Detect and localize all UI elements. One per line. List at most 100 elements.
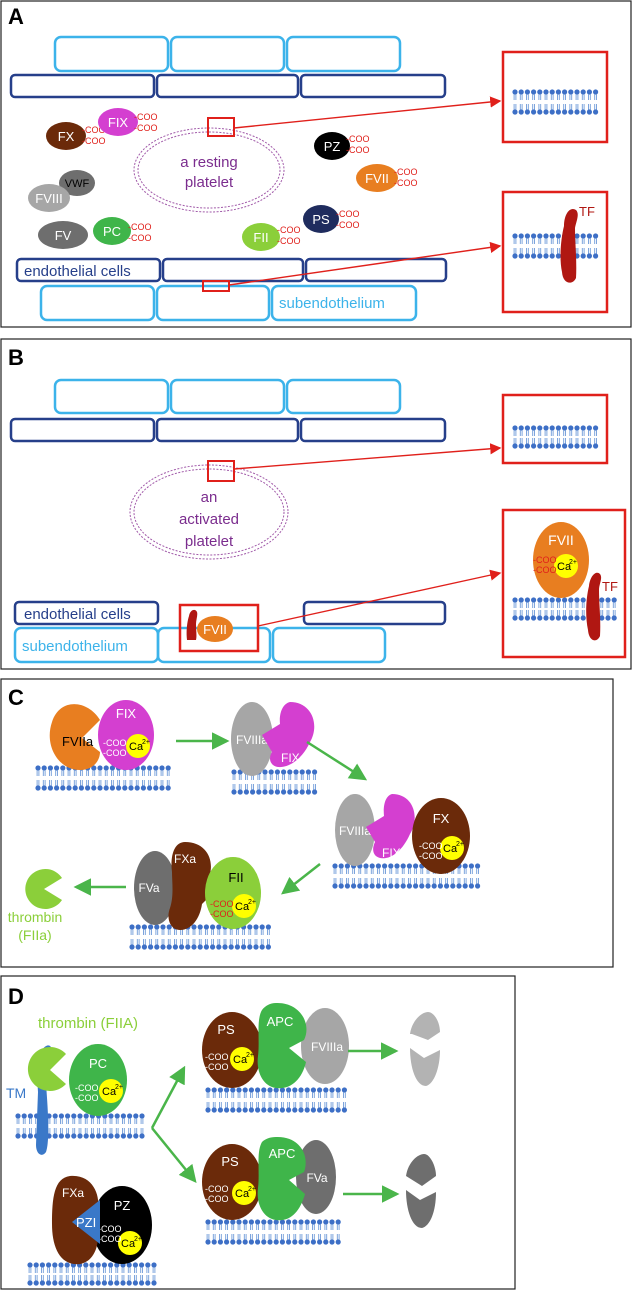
activated-platelet-label-1: an — [201, 489, 218, 506]
lipid-head — [204, 1101, 212, 1114]
lipid-head — [128, 923, 136, 936]
panel-a-frame — [0, 0, 632, 328]
lipid-head — [64, 1127, 71, 1140]
lipid-head — [387, 862, 394, 875]
cell-dark — [304, 257, 448, 283]
svg-text:-COO: -COO — [75, 1083, 99, 1093]
lipid-head — [266, 1233, 274, 1246]
lipid-head — [204, 1086, 212, 1099]
fviii-protein — [28, 184, 70, 212]
lipid-head — [146, 779, 153, 792]
lipid-head — [45, 1274, 52, 1287]
lipid-head — [406, 877, 413, 890]
fviii-label: FVIII — [35, 191, 62, 206]
lipid-head — [341, 1101, 348, 1114]
lipid-head — [511, 232, 519, 245]
pc-label: PC — [103, 224, 121, 239]
lipid-head — [126, 1261, 133, 1274]
lipid-head — [542, 437, 550, 450]
lipid-head — [530, 247, 537, 260]
fvii-tf-marker — [178, 603, 260, 653]
lipid-head — [542, 88, 550, 101]
lipid-head — [95, 1274, 102, 1287]
lipid-head — [335, 1101, 342, 1114]
svg-text:FVII: FVII — [203, 622, 227, 637]
subendothelium-label: subendothelium — [279, 295, 385, 312]
fxa-protein — [168, 842, 215, 930]
fixa-protein — [262, 702, 315, 768]
lipid-head — [114, 1127, 121, 1140]
lipid-head — [536, 232, 543, 245]
lipid-head — [132, 1112, 139, 1125]
lipid-head — [126, 1274, 133, 1287]
lipid-head — [311, 768, 318, 781]
lipid-head — [51, 1274, 58, 1287]
lipid-head — [76, 1274, 83, 1287]
lipid-head — [252, 923, 260, 936]
lipid-head — [573, 88, 581, 101]
lipid-head — [65, 779, 73, 792]
svg-text:-COO: -COO — [336, 220, 360, 230]
lipid-head — [101, 1127, 108, 1140]
lipid-head — [573, 437, 581, 450]
lipid-head — [474, 862, 481, 875]
lipid-head — [26, 1274, 34, 1287]
lipid-head — [223, 1086, 230, 1099]
lipid-head — [424, 877, 432, 890]
lipid-head — [88, 1261, 96, 1274]
lipid-head — [518, 103, 525, 116]
lipid-head — [52, 1127, 59, 1140]
activated-platelet-label-2: activated — [179, 511, 239, 528]
lipid-head — [586, 437, 593, 450]
lipid-head — [536, 88, 543, 101]
lipid-head — [39, 1274, 46, 1287]
cell-light — [285, 35, 402, 73]
lipid-head — [95, 1127, 102, 1140]
svg-text:-COO: -COO — [128, 222, 152, 232]
lipid-head — [235, 1233, 243, 1246]
lipid-head — [138, 1261, 145, 1274]
lipid-head — [230, 768, 238, 781]
lipid-head — [132, 1274, 139, 1287]
lipid-head — [592, 88, 599, 101]
tf-label: TF — [579, 204, 595, 219]
lipid-head — [555, 596, 562, 609]
vwf-protein — [59, 170, 95, 196]
lipid-head — [243, 783, 250, 796]
lipid-head — [316, 1218, 323, 1231]
panel-b: B endothelial cells subendothelium an ac… — [0, 338, 632, 670]
lipid-head — [204, 1233, 212, 1246]
fiia-label: (FIIa) — [18, 927, 51, 943]
lipid-head — [273, 1101, 280, 1114]
lipid-head — [536, 424, 543, 437]
lipid-head — [304, 1233, 311, 1246]
lipid-head — [70, 1112, 77, 1125]
lipid-head — [211, 1101, 218, 1114]
lipid-head — [109, 779, 116, 792]
fva-fragment — [406, 1154, 436, 1186]
lipid-head — [248, 1086, 255, 1099]
lipid-head — [153, 923, 160, 936]
zoom-marker — [202, 280, 230, 292]
lipid-head — [536, 609, 543, 622]
pzi-protein — [72, 1200, 100, 1244]
lipid-head — [103, 779, 110, 792]
fx-protein — [412, 798, 470, 874]
resting-platelet-label-2: platelet — [185, 174, 234, 191]
fvii-protein — [197, 616, 233, 642]
lipid-head — [159, 938, 167, 951]
fvii-protein — [356, 164, 398, 192]
lipid-head — [518, 609, 525, 622]
lipid-head — [524, 609, 531, 622]
svg-text:-COO: -COO — [75, 1093, 99, 1103]
lipid-head — [518, 424, 525, 437]
lipid-head — [299, 783, 306, 796]
svg-text:-COO: -COO — [346, 134, 370, 144]
fix-protein — [98, 108, 138, 136]
lipid-head — [240, 938, 247, 951]
lipid-head — [229, 1101, 236, 1114]
lipid-head — [567, 103, 574, 116]
lipid-head — [90, 764, 97, 777]
lipid-head — [387, 877, 394, 890]
lipid-head — [165, 779, 172, 792]
